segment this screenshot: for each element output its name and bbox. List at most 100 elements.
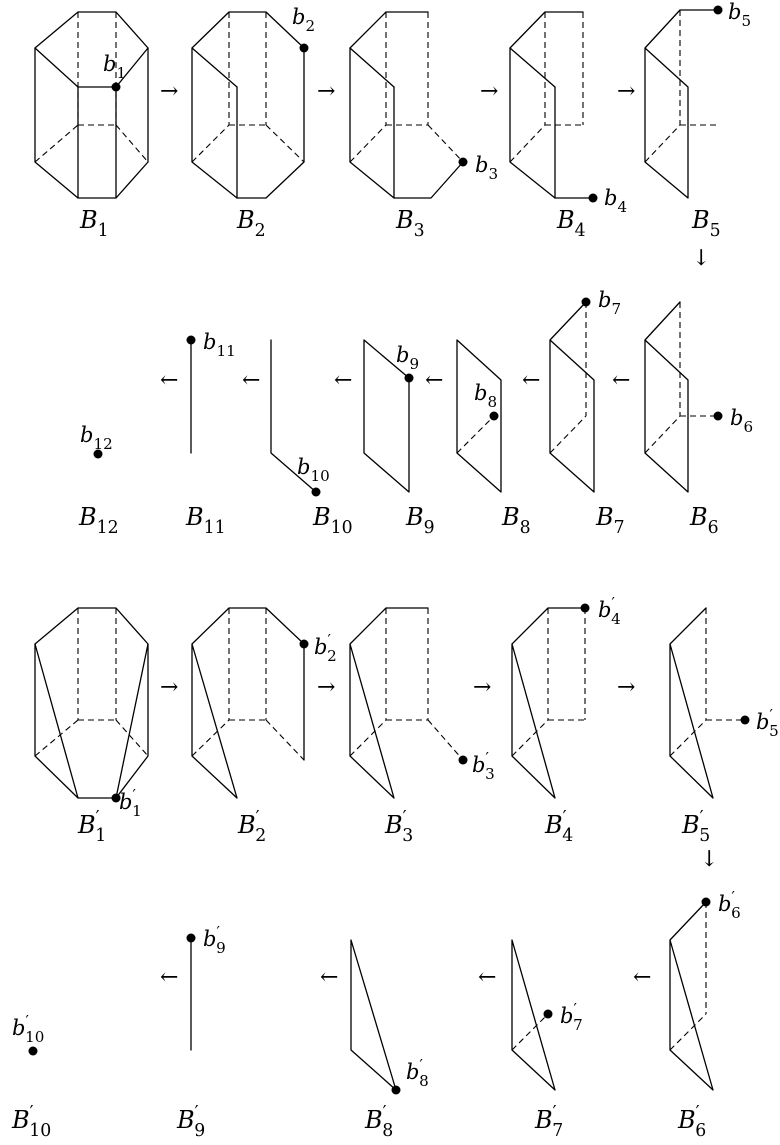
point-label-bp2: b′2: [314, 631, 337, 665]
point-bp6: [701, 897, 711, 907]
point-b7: [581, 297, 591, 307]
arrow-left-17: ←: [160, 965, 178, 990]
arrow-right-15: →: [617, 675, 635, 700]
point-label-b10: b10: [297, 455, 330, 485]
figure-Bp4: [511, 603, 590, 799]
arrow-right-13: →: [317, 675, 335, 700]
figure-B6: [644, 301, 723, 493]
arrow-left-11: ←: [612, 368, 630, 393]
point-bp3: [458, 755, 468, 765]
point-bp1: [111, 793, 121, 803]
point-label-b11: b11: [203, 330, 236, 360]
caption-Bp10: B′10: [11, 1103, 51, 1140]
point-bp8: [391, 1085, 401, 1095]
point-bp10: [28, 1046, 38, 1056]
arrow-left-9: ←: [425, 368, 443, 393]
point-b6: [713, 411, 723, 421]
point-bp2: [299, 639, 309, 649]
point-b4: [588, 193, 598, 203]
figure-B10: [270, 339, 321, 497]
caption-Bp7: B′7: [534, 1103, 563, 1140]
arrow-left-20: ←: [633, 965, 651, 990]
figure-B2: [191, 11, 309, 199]
caption-Bp2: B′2: [237, 808, 266, 846]
caption-B1: B1: [79, 206, 109, 241]
figure-B3: [349, 11, 468, 199]
figure-B12: [93, 449, 103, 459]
caption-B4: B4: [556, 206, 586, 241]
figure-Bp5: [669, 607, 750, 799]
arrow-right-1: →: [160, 79, 178, 104]
caption-Bp9: B′9: [176, 1103, 205, 1140]
point-label-b5: b5: [728, 0, 751, 30]
caption-B10: B10: [312, 503, 353, 538]
figure-B5: [644, 5, 723, 199]
caption-B8: B8: [501, 503, 531, 538]
point-label-b7: b7: [598, 288, 621, 318]
point-label-bp1: b′1: [119, 786, 142, 820]
arrow-left-8: ←: [334, 368, 352, 393]
point-bp4: [580, 603, 590, 613]
point-b2: [299, 43, 309, 53]
caption-B11: B11: [185, 503, 226, 538]
caption-B7: B7: [595, 503, 625, 538]
figure-B11: [186, 335, 196, 454]
point-label-b12: b12: [80, 423, 113, 453]
caption-Bp3: B′3: [384, 808, 413, 846]
caption-Bp6: B′6: [677, 1103, 706, 1140]
arrow-left-6: ←: [160, 368, 178, 393]
arrow-down-5: ↓: [692, 246, 710, 271]
figure-Bp10: [28, 1046, 38, 1056]
point-label-bp6: b′6: [718, 888, 741, 922]
point-bp5: [740, 715, 750, 725]
caption-Bp5: B′5: [681, 808, 710, 846]
caption-B2: B2: [236, 206, 266, 241]
arrow-left-18: ←: [320, 965, 338, 990]
point-b10: [311, 487, 321, 497]
arrow-right-12: →: [160, 675, 178, 700]
caption-B6: B6: [689, 503, 719, 538]
figure-Bp2: [191, 607, 309, 799]
figure-Bp9: [186, 933, 196, 1051]
point-b3: [458, 157, 468, 167]
arrow-right-14: →: [473, 675, 491, 700]
point-label-b6: b6: [730, 406, 753, 436]
caption-B3: B3: [395, 206, 425, 241]
arrow-right-2: →: [317, 79, 335, 104]
point-b9: [404, 373, 414, 383]
arrow-left-10: ←: [522, 368, 540, 393]
point-label-bp9: b′9: [203, 923, 226, 957]
caption-B12: B12: [78, 503, 119, 538]
figure-Bp3: [349, 607, 468, 799]
caption-B5: B5: [691, 206, 721, 241]
point-label-bp3: b′3: [472, 749, 495, 783]
figure-Bp6: [669, 897, 714, 1091]
figure-B9: [363, 339, 414, 493]
caption-Bp4: B′4: [544, 808, 573, 846]
point-label-bp10: b′10: [12, 1012, 44, 1046]
figure-B7: [549, 297, 595, 493]
figure-Bp7: [511, 939, 556, 1091]
point-label-b3: b3: [475, 153, 498, 183]
point-b8: [489, 411, 499, 421]
point-label-bp5: b′5: [756, 706, 779, 740]
point-bp9: [186, 933, 196, 943]
point-label-b4: b4: [604, 186, 627, 216]
point-b12: [93, 449, 103, 459]
figure-Bp8: [350, 939, 401, 1095]
arrow-right-3: →: [480, 79, 498, 104]
caption-Bp8: B′8: [364, 1103, 393, 1140]
arrow-right-4: →: [617, 79, 635, 104]
caption-Bp1: B′1: [77, 808, 106, 846]
point-label-b1: b1: [103, 52, 126, 82]
figure-Bp1: [34, 607, 149, 803]
point-b11: [186, 335, 196, 345]
point-label-b9: b9: [396, 343, 419, 373]
point-label-b8: b8: [474, 381, 497, 411]
point-label-bp4: b′4: [598, 594, 621, 628]
figure-B4: [509, 11, 598, 203]
point-b1: [111, 82, 121, 92]
